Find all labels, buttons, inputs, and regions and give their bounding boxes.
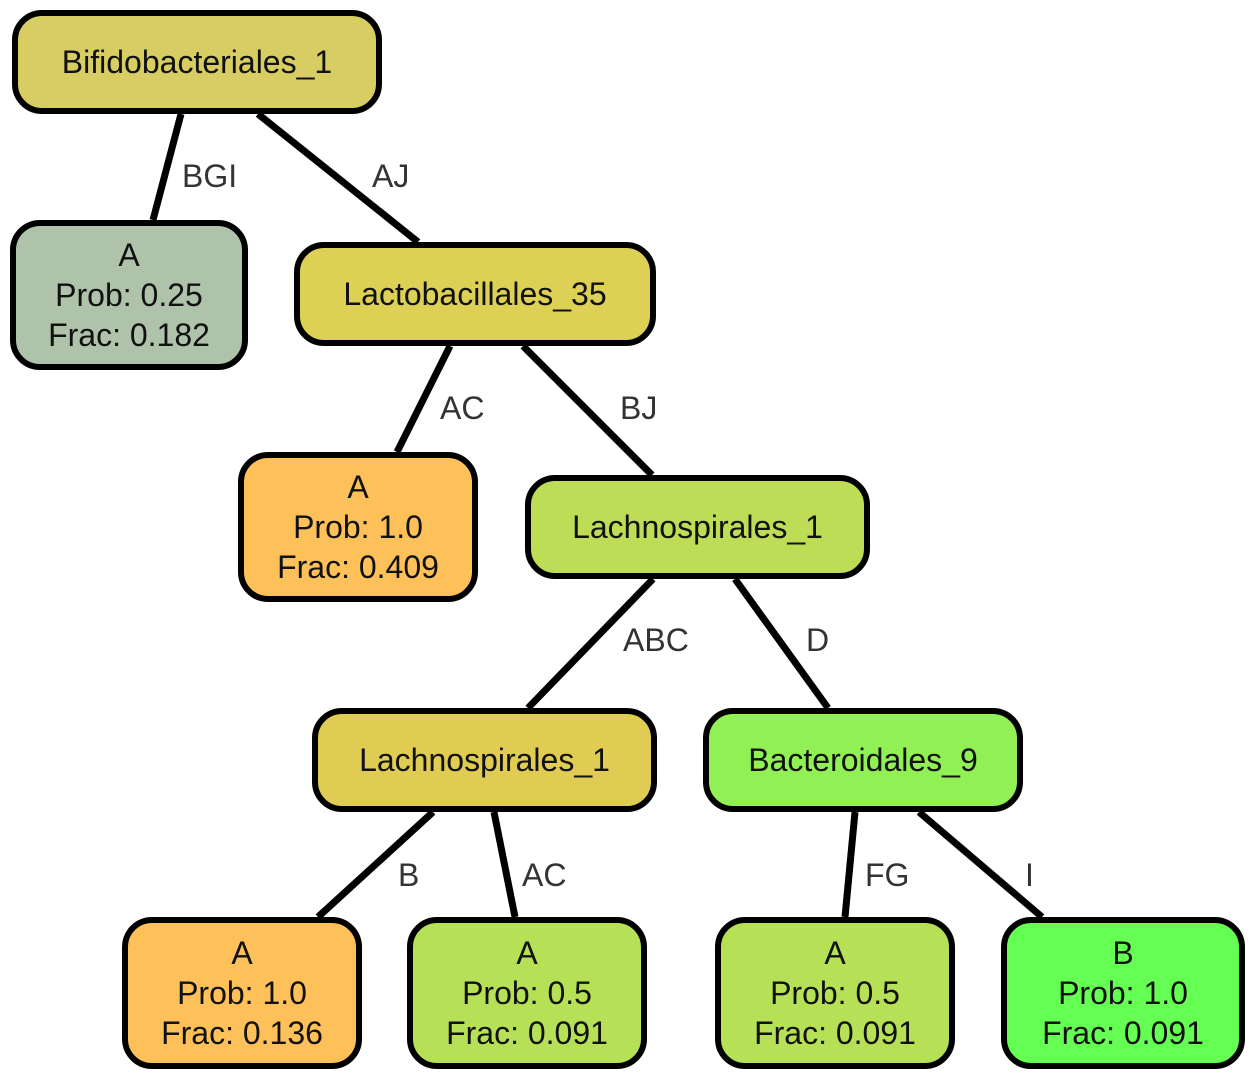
node-text-line: Lachnospirales_1 bbox=[572, 509, 823, 545]
node-text-line: Prob: 0.5 bbox=[770, 975, 900, 1011]
node-text-line: A bbox=[118, 237, 140, 273]
tree-node-lachno1: Lachnospirales_1 bbox=[525, 475, 870, 579]
edge-root-leafA1 bbox=[149, 113, 185, 221]
tree-node-lacto: Lactobacillales_35 bbox=[294, 242, 656, 346]
edge-label: AJ bbox=[372, 158, 410, 194]
node-text-line: Frac: 0.091 bbox=[1042, 1015, 1204, 1051]
node-text-line: Lachnospirales_1 bbox=[359, 742, 610, 778]
node-text-line: Prob: 1.0 bbox=[1058, 975, 1188, 1011]
tree-node-bactero: Bacteroidales_9 bbox=[703, 708, 1023, 812]
node-text-line: Frac: 0.182 bbox=[48, 317, 210, 353]
node-text-line: Prob: 1.0 bbox=[177, 975, 307, 1011]
edge-label: AC bbox=[440, 390, 485, 426]
node-text-line: Frac: 0.091 bbox=[446, 1015, 608, 1051]
edge-lachno1-lachno2 bbox=[525, 576, 656, 711]
edge-label: AC bbox=[522, 857, 567, 893]
node-text-line: Frac: 0.091 bbox=[754, 1015, 916, 1051]
node-text-line: A bbox=[824, 935, 846, 971]
tree-node-lachno2: Lachnospirales_1 bbox=[312, 708, 657, 812]
node-text-line: B bbox=[1112, 935, 1134, 971]
node-text-line: Bifidobacteriales_1 bbox=[61, 44, 333, 80]
edge-lacto-lachno1 bbox=[520, 343, 655, 478]
edge-root-lacto bbox=[255, 111, 421, 245]
node-text-line: Prob: 1.0 bbox=[293, 509, 423, 545]
edge-bactero-leafA5 bbox=[841, 811, 859, 918]
node-text-line: Frac: 0.136 bbox=[161, 1015, 323, 1051]
edge-label: B bbox=[398, 857, 420, 893]
edge-lachno2-leafA3 bbox=[315, 809, 436, 920]
edge-label: ABC bbox=[623, 622, 689, 658]
node-text-line: Prob: 0.25 bbox=[55, 277, 203, 313]
node-text-line: A bbox=[516, 935, 538, 971]
node-text-line: Bacteroidales_9 bbox=[748, 742, 978, 778]
edge-label: FG bbox=[865, 857, 910, 893]
tree-node-root: Bifidobacteriales_1 bbox=[12, 10, 382, 114]
node-text-line: A bbox=[347, 469, 369, 505]
edge-label: BGI bbox=[182, 158, 238, 194]
node-text-line: Frac: 0.409 bbox=[277, 549, 439, 585]
node-text-line: A bbox=[231, 935, 253, 971]
edge-lacto-leafA2 bbox=[393, 344, 454, 454]
edge-bactero-leafB bbox=[916, 809, 1045, 920]
node-text-line: Lactobacillales_35 bbox=[343, 276, 607, 312]
edge-label: BJ bbox=[620, 390, 658, 426]
edge-lachno1-bactero bbox=[732, 576, 831, 711]
edge-label: I bbox=[1025, 857, 1034, 893]
edge-lachno2-leafA4 bbox=[490, 811, 519, 918]
node-text-line: Prob: 0.5 bbox=[462, 975, 592, 1011]
edge-label: D bbox=[806, 622, 830, 658]
